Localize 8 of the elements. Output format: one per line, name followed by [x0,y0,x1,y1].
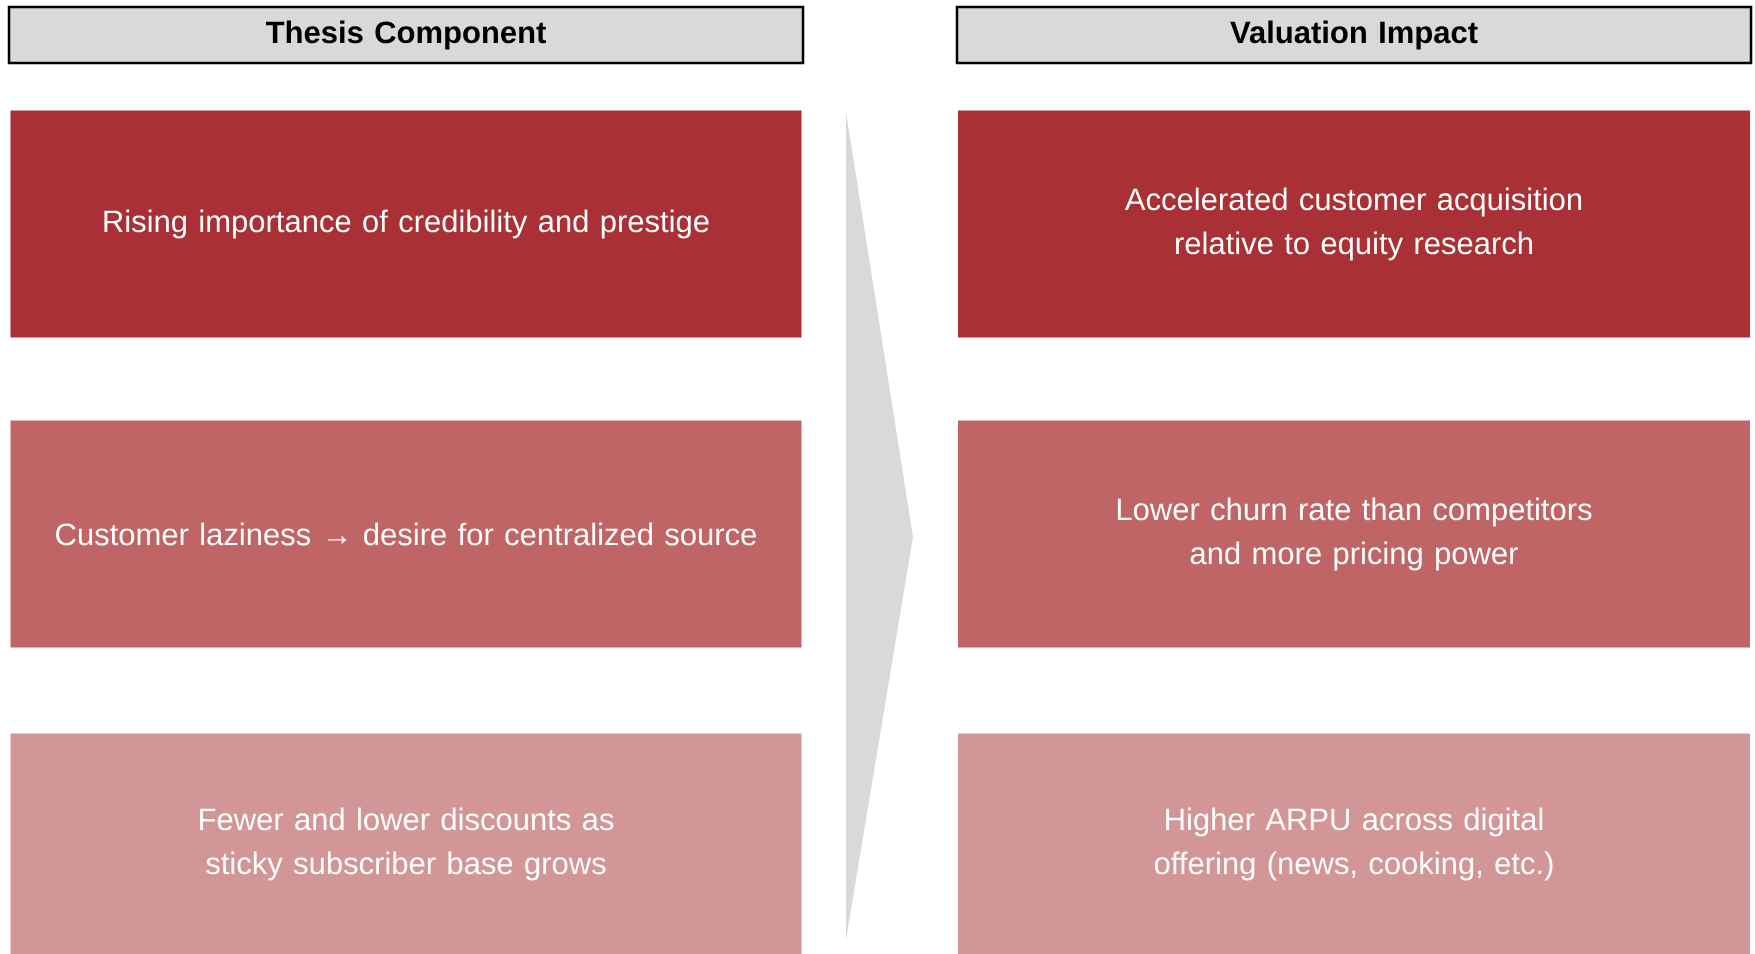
thesis-box: Customer laziness → desire for centralized source [10,420,802,648]
column-header: Valuation Impact [955,5,1753,65]
thesis-box: Fewer and lower discounts as sticky subscriber base grows [10,733,802,954]
column-header: Thesis Component [7,5,805,65]
impact-box: Higher ARPU across digital offering (news, cooking, etc.) [958,733,1750,954]
impact-box: Lower churn rate than competitors and more pricing power [958,420,1750,648]
thesis-box: Rising importance of credibility and prestige [10,110,802,338]
impact-box: Accelerated customer acquisition relative to equity research [958,110,1750,338]
